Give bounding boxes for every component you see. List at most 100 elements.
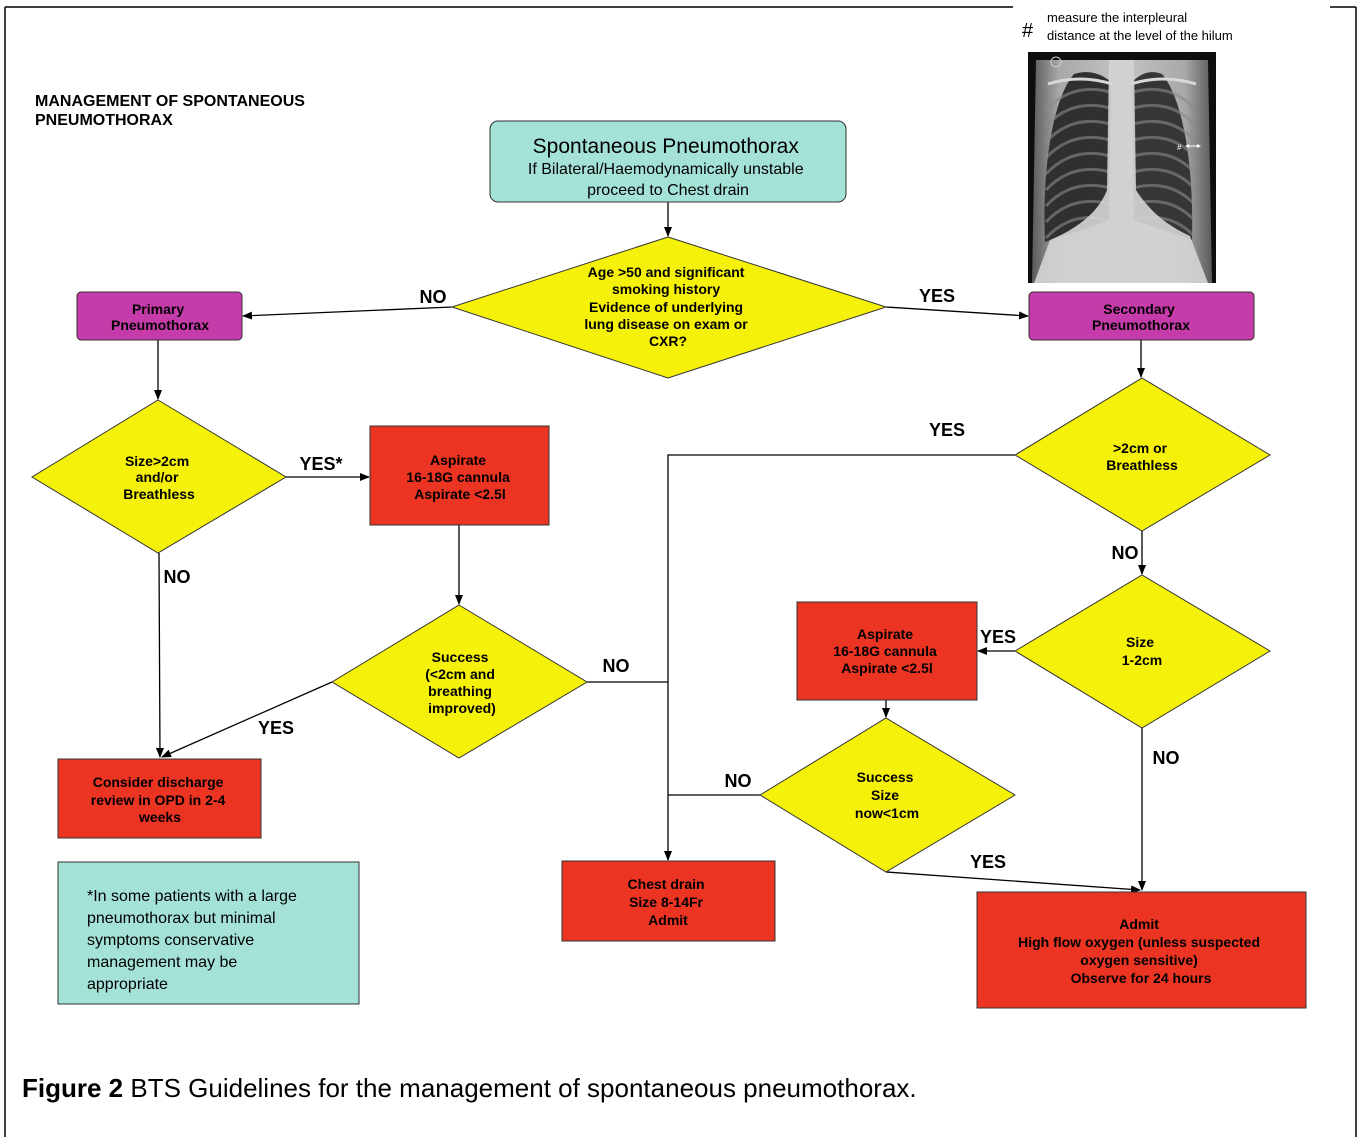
start-node-line-3: proceed to Chest drain xyxy=(587,182,749,199)
edge-success-primary-to-discharge xyxy=(161,681,333,758)
edge-success-secondary-to-admit xyxy=(885,871,1141,894)
discharge-line-1: Consider discharge xyxy=(93,774,224,790)
xray-rib xyxy=(1044,87,1111,112)
decision-size-1-2-text: Size 1-2cm xyxy=(1122,634,1162,668)
decision-success-secondary-diamond xyxy=(759,717,1016,873)
xray-note-text: measure the interpleural distance at the… xyxy=(1047,10,1233,43)
decision-success-secondary-line-3: now<1cm xyxy=(855,805,919,821)
diagram-title-line-2: PNEUMOTHORAX xyxy=(35,112,173,129)
decision-size-1-2: Size 1-2cm xyxy=(1014,574,1271,729)
xray-rib xyxy=(1132,167,1198,192)
xray-rib xyxy=(1044,151,1111,176)
admit-box xyxy=(976,891,1307,1009)
xray-rib xyxy=(1132,151,1198,176)
label-size-primary-yes: YES* xyxy=(299,454,342,474)
label-age-no: NO xyxy=(420,287,447,307)
start-node: Spontaneous Pneumothorax If Bilateral/Ha… xyxy=(489,120,847,203)
aspirate-secondary-line-1: Aspirate xyxy=(857,626,913,642)
label-success-secondary-yes: YES xyxy=(970,852,1006,872)
aspirate-secondary-line-3: Aspirate <2.5l xyxy=(841,660,932,676)
decision-age-line-4: lung disease on exam or xyxy=(584,316,748,332)
decision-size-primary-text: Size>2cm and/or Breathless xyxy=(123,453,195,502)
figure-caption-label: Figure 2 xyxy=(22,1073,123,1103)
secondary-pneumothorax-node: Secondary Pneumothorax xyxy=(1028,291,1255,341)
aspirate-primary-line-2: 16-18G cannula xyxy=(406,469,510,485)
chest-drain-line-3: Admit xyxy=(648,912,688,928)
xray-rib xyxy=(1132,119,1198,144)
decision-size-1-2-line-2: 1-2cm xyxy=(1122,652,1162,668)
diagram-title-line-1: MANAGEMENT OF SPONTANEOUS xyxy=(35,93,305,110)
chest-drain-line-1: Chest drain xyxy=(628,876,705,892)
figure-caption: Figure 2 BTS Guidelines for the manageme… xyxy=(22,1073,917,1103)
xray-note-line-1: measure the interpleural xyxy=(1047,10,1187,25)
decision-size-primary-diamond xyxy=(31,399,287,554)
primary-line-2: Pneumothorax xyxy=(111,317,209,333)
aspirate-primary-text: Aspirate 16-18G cannula Aspirate <2.5l xyxy=(406,452,513,502)
xray-rib xyxy=(1044,119,1111,144)
diagram-title: MANAGEMENT OF SPONTANEOUS PNEUMOTHORAX xyxy=(35,93,309,129)
xray-rib xyxy=(1132,135,1198,160)
xray-rib xyxy=(1044,103,1111,128)
edge-size-secondary-to-chest-drain xyxy=(664,454,1015,861)
footnote-line-4: management may be xyxy=(87,954,237,971)
decision-age-line-3: Evidence of underlying xyxy=(589,299,743,315)
admit-node: Admit High flow oxygen (unless suspected… xyxy=(976,891,1307,1009)
start-node-line-2: If Bilateral/Haemodynamically unstable xyxy=(528,161,804,178)
label-success-primary-yes: YES xyxy=(258,718,294,738)
footnote-text: *In some patients with a large pneumotho… xyxy=(87,888,301,993)
aspirate-primary-line-3: Aspirate <2.5l xyxy=(414,486,505,502)
start-node-box xyxy=(489,120,847,203)
aspirate-primary-box xyxy=(369,425,550,526)
decision-age-text: Age >50 and significant smoking history … xyxy=(584,264,751,349)
decision-success-secondary-text: Success Size now<1cm xyxy=(855,769,919,821)
primary-pneumothorax-node: Primary Pneumothorax xyxy=(76,291,243,341)
edges xyxy=(154,202,1146,894)
footnote-line-1: *In some patients with a large xyxy=(87,888,297,905)
xray-note-line-2: distance at the level of the hilum xyxy=(1047,28,1233,43)
decision-success-primary-diamond xyxy=(331,604,588,759)
decision-success-primary-text: Success (<2cm and breathing improved) xyxy=(425,649,499,716)
decision-success-secondary-line-2: Size xyxy=(871,787,899,803)
footnote-box: *In some patients with a large pneumotho… xyxy=(57,861,360,1005)
xray-clavicle-right xyxy=(1047,77,1113,86)
xray-rib xyxy=(1044,167,1111,192)
aspirate-primary-line-1: Aspirate xyxy=(430,452,486,468)
decision-age-line-2: smoking history xyxy=(612,281,720,297)
edge-size-primary-to-discharge xyxy=(155,552,164,758)
xray-rib xyxy=(1044,183,1111,208)
aspirate-secondary-box xyxy=(796,601,978,701)
secondary-line-2: Pneumothorax xyxy=(1092,317,1190,333)
decision-success-secondary: Success Size now<1cm xyxy=(759,717,1016,873)
label-size-secondary-no: NO xyxy=(1112,543,1139,563)
start-node-text: Spontaneous Pneumothorax If Bilateral/Ha… xyxy=(528,135,808,199)
admit-text: Admit High flow oxygen (unless suspected… xyxy=(1018,916,1264,986)
label-size-secondary-yes: YES xyxy=(929,420,965,440)
discharge-line-2: review in OPD in 2-4 xyxy=(91,792,226,808)
secondary-text: Secondary Pneumothorax xyxy=(1092,301,1190,333)
decision-size-1-2-line-1: Size xyxy=(1126,634,1154,650)
xray-clavicle-left xyxy=(1130,77,1197,86)
decision-success-primary-line-2: (<2cm and xyxy=(425,666,495,682)
decision-age-smoking: Age >50 and significant smoking history … xyxy=(450,236,888,379)
footnote-line-5: appropriate xyxy=(87,976,168,993)
aspirate-secondary-node: Aspirate 16-18G cannula Aspirate <2.5l xyxy=(796,601,978,701)
decision-age-line-5: CXR? xyxy=(649,333,687,349)
discharge-box xyxy=(57,758,262,839)
label-success-secondary-no: NO xyxy=(725,771,752,791)
chest-drain-box xyxy=(561,860,776,942)
chest-xray-image: # xyxy=(1028,52,1216,283)
secondary-line-1: Secondary xyxy=(1103,301,1175,317)
admit-line-1: Admit xyxy=(1119,916,1159,932)
discharge-text: Consider discharge review in OPD in 2-4 … xyxy=(91,774,230,825)
decision-size-primary: Size>2cm and/or Breathless xyxy=(31,399,287,554)
xray-rib xyxy=(1044,135,1111,160)
primary-box xyxy=(76,291,243,341)
aspirate-secondary-line-2: 16-18G cannula xyxy=(833,643,937,659)
xray-note-symbol: # xyxy=(1022,20,1034,42)
decision-size-secondary-line-2: Breathless xyxy=(1106,457,1178,473)
decision-age-diamond xyxy=(450,236,888,379)
aspirate-secondary-text: Aspirate 16-18G cannula Aspirate <2.5l xyxy=(833,626,940,676)
decision-success-primary-line-1: Success xyxy=(432,649,489,665)
xray-mediastinum xyxy=(1034,60,1208,283)
